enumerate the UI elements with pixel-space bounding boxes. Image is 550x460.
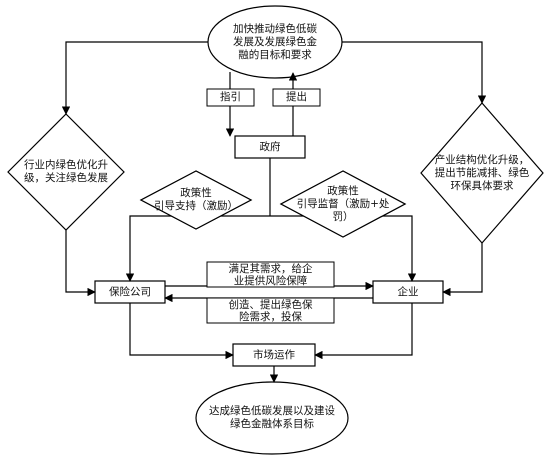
government-label: 政府 — [259, 140, 281, 153]
final-goal-text: 达成绿色低碳发展以及建设 绿色金融体系目标 — [209, 405, 335, 430]
top-to-right-diamond-arrow — [342, 41, 487, 104]
insurance-to-market-arrow — [129, 303, 234, 360]
branch-to-insurance-arrow — [125, 215, 270, 282]
enterprise-to-market-arrow — [314, 303, 413, 360]
propose-label: 提出 — [286, 91, 307, 103]
policy-support-diamond-cover — [139, 170, 253, 230]
right-diamond-to-enterprise-arrow — [442, 243, 483, 297]
meet-needs-text: 满足其需求，给企 业提供风险保障 — [228, 262, 313, 287]
meet-needs-box-cover — [206, 261, 335, 288]
policy-support-text: 政策性 引导支持（激励） — [154, 187, 238, 212]
top-goal-text: 加快推动绿色低碳 发展及发展绿色金 融的目标和要求 — [233, 22, 317, 61]
enterprise-label: 企业 — [397, 285, 419, 298]
policy-supervision-text: 政策性 引导监督（激励+处 罚） — [296, 184, 390, 223]
create-needs-text: 创造、提出绿色保 险需求，投保 — [228, 298, 313, 323]
left-diamond-to-insurance-arrow — [65, 230, 96, 297]
create-needs-box-cover — [206, 297, 335, 324]
right-diamond-text: 产业结构优化升级， 提出节能减排、绿色 环保具体要求 — [434, 153, 530, 192]
policy-supervision-diamond-cover — [279, 170, 407, 238]
left-diamond-text: 行业内绿色优化升 级，关注绿色发展 — [24, 159, 108, 184]
propose-label-box — [272, 88, 321, 107]
guide-label: 指引 — [220, 91, 241, 103]
top-to-left-diamond-arrow — [61, 41, 208, 115]
market-label: 市场运作 — [253, 348, 295, 361]
insurance-label: 保险公司 — [109, 285, 151, 298]
